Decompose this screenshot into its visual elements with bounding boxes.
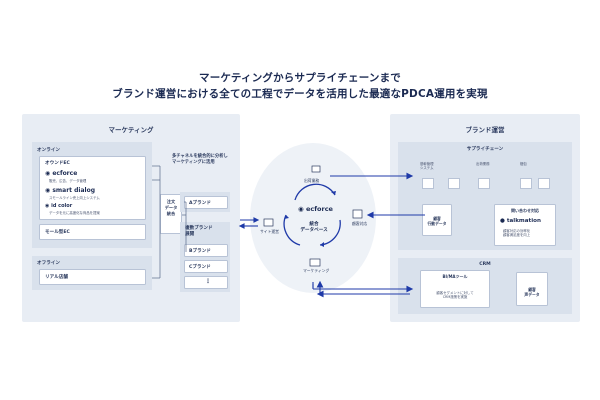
brand-ops-header: ブランド運営	[465, 126, 505, 134]
center-ecforce-name: ecforce	[305, 205, 333, 213]
crm-panel: CRM BI/MAツール 顧客セグメントに対して CRM施策を実施 顧客 声デー…	[398, 258, 572, 314]
ad-delivery-label: 出荷業務	[304, 178, 320, 183]
id-color-name: id color	[51, 203, 73, 209]
center-ecforce: ◉ ecforce	[298, 205, 333, 213]
online-label: オンライン	[37, 148, 60, 153]
brand-more-card: ⋮	[184, 276, 228, 289]
brand-a-panel: Aブランド	[180, 192, 230, 212]
order-data-box: 注文 データ 統合	[160, 194, 182, 234]
brand-b-label: Bブランド	[189, 249, 211, 254]
crm-label: CRM	[479, 262, 491, 267]
customer-db-label: 顧客 声データ	[524, 287, 540, 297]
customer-support-label: 顧客対応	[352, 221, 368, 226]
talkmation-card: 問い合わせ対応 ● talkmation 顧客対応の効率化 顧客満足度を向上	[494, 204, 556, 246]
owned-ec-card: オウンドEC ◉ ecforce 販売、広告、データ管理 ◉ smart dia…	[39, 156, 146, 220]
owned-ec-label: オウンドEC	[45, 161, 70, 166]
id-color-sub: データを元に高度化な商品を提案	[49, 211, 100, 215]
system-icon	[422, 178, 434, 189]
ecforce-name: ecforce	[52, 170, 78, 177]
smart-dialog-brand: ◉ smart dialog	[45, 187, 95, 194]
box-icon	[520, 178, 532, 189]
online-panel: オンライン オウンドEC ◉ ecforce 販売、広告、データ管理 ◉ sma…	[32, 142, 152, 248]
multi-brand-panel: 複数ブランド 展開 Bブランド Cブランド ⋮	[180, 222, 230, 292]
real-store-label: リアル店舗	[45, 275, 68, 280]
brand-a-label: Aブランド	[189, 201, 211, 206]
ecforce-brand: ◉ ecforce	[45, 170, 78, 177]
smart-dialog-name: smart dialog	[52, 187, 95, 194]
customer-data-label: 顧客 行動データ	[427, 216, 447, 226]
talkmation-brand: ● talkmation	[500, 218, 541, 224]
smart-dialog-sub: スモールライン売上向上システム	[49, 196, 100, 200]
brand-b-card: Bブランド	[184, 244, 228, 257]
marketing-header: マーケティング	[108, 126, 154, 134]
offline-label: オフライン	[37, 261, 60, 266]
supply-chain-label: サプライチェーン	[466, 147, 504, 152]
mall-ec-label: モール型EC	[45, 230, 70, 235]
title-line-2: ブランド運営における全ての工程でデータを活用した最適なPDCA運用を実現	[112, 88, 488, 100]
brand-c-card: Cブランド	[184, 260, 228, 273]
warehouse-icon	[448, 178, 460, 189]
sc-step1: 基幹管理 システム	[420, 162, 434, 171]
talk-sub: 顧客対応の効率化 顧客満足度を向上	[503, 229, 531, 238]
truck-icon	[478, 178, 490, 189]
sc-step2: 出荷業務	[476, 162, 490, 166]
brand-ops-panel: ブランド運営 サプライチェーン 基幹管理 システム 出荷業務 梱包 顧客 行動デ…	[390, 114, 580, 322]
customer-data-card: 顧客 行動データ	[422, 204, 452, 236]
mall-ec-card: モール型EC	[39, 224, 146, 240]
talkmation-name: talkmation	[506, 218, 541, 224]
brand-c-label: Cブランド	[189, 265, 211, 270]
marketing-panel: マーケティング オンライン オウンドEC ◉ ecforce 販売、広告、データ…	[22, 114, 240, 322]
talk-header: 問い合わせ対応	[511, 208, 539, 213]
integrated-db-label: 統合 データベース	[300, 222, 328, 233]
customer-db-card: 顧客 声データ	[516, 272, 548, 306]
multichannel-note: 多チャネルを統合的に分析し マーケティングに活用	[172, 154, 228, 165]
order-site-label: サイト運営	[260, 229, 279, 234]
bima-label: BI/MAツール	[442, 274, 468, 279]
home-icon	[538, 178, 550, 189]
multi-brand-label: 複数ブランド 展開	[185, 226, 213, 238]
brand-more-ellipsis: ⋮	[205, 278, 211, 285]
supply-chain-panel: サプライチェーン 基幹管理 システム 出荷業務 梱包 顧客 行動データ 問い合わ…	[398, 142, 572, 250]
brand-a-card: Aブランド	[184, 196, 228, 209]
title-line-1: マーケティングからサプライチェーンまで	[199, 72, 401, 84]
id-color-brand: ◉ id color	[45, 203, 73, 209]
real-store-card: リアル店舗	[39, 269, 146, 285]
bima-sub: 顧客セグメントに対して CRM施策を実施	[436, 291, 474, 300]
marketing-center-label: マーケティング	[303, 268, 330, 273]
bima-card: BI/MAツール 顧客セグメントに対して CRM施策を実施	[420, 270, 490, 308]
ecforce-sub: 販売、広告、データ管理	[49, 179, 87, 183]
offline-panel: オフライン リアル店舗	[32, 256, 152, 290]
sc-step3: 梱包	[520, 162, 527, 166]
